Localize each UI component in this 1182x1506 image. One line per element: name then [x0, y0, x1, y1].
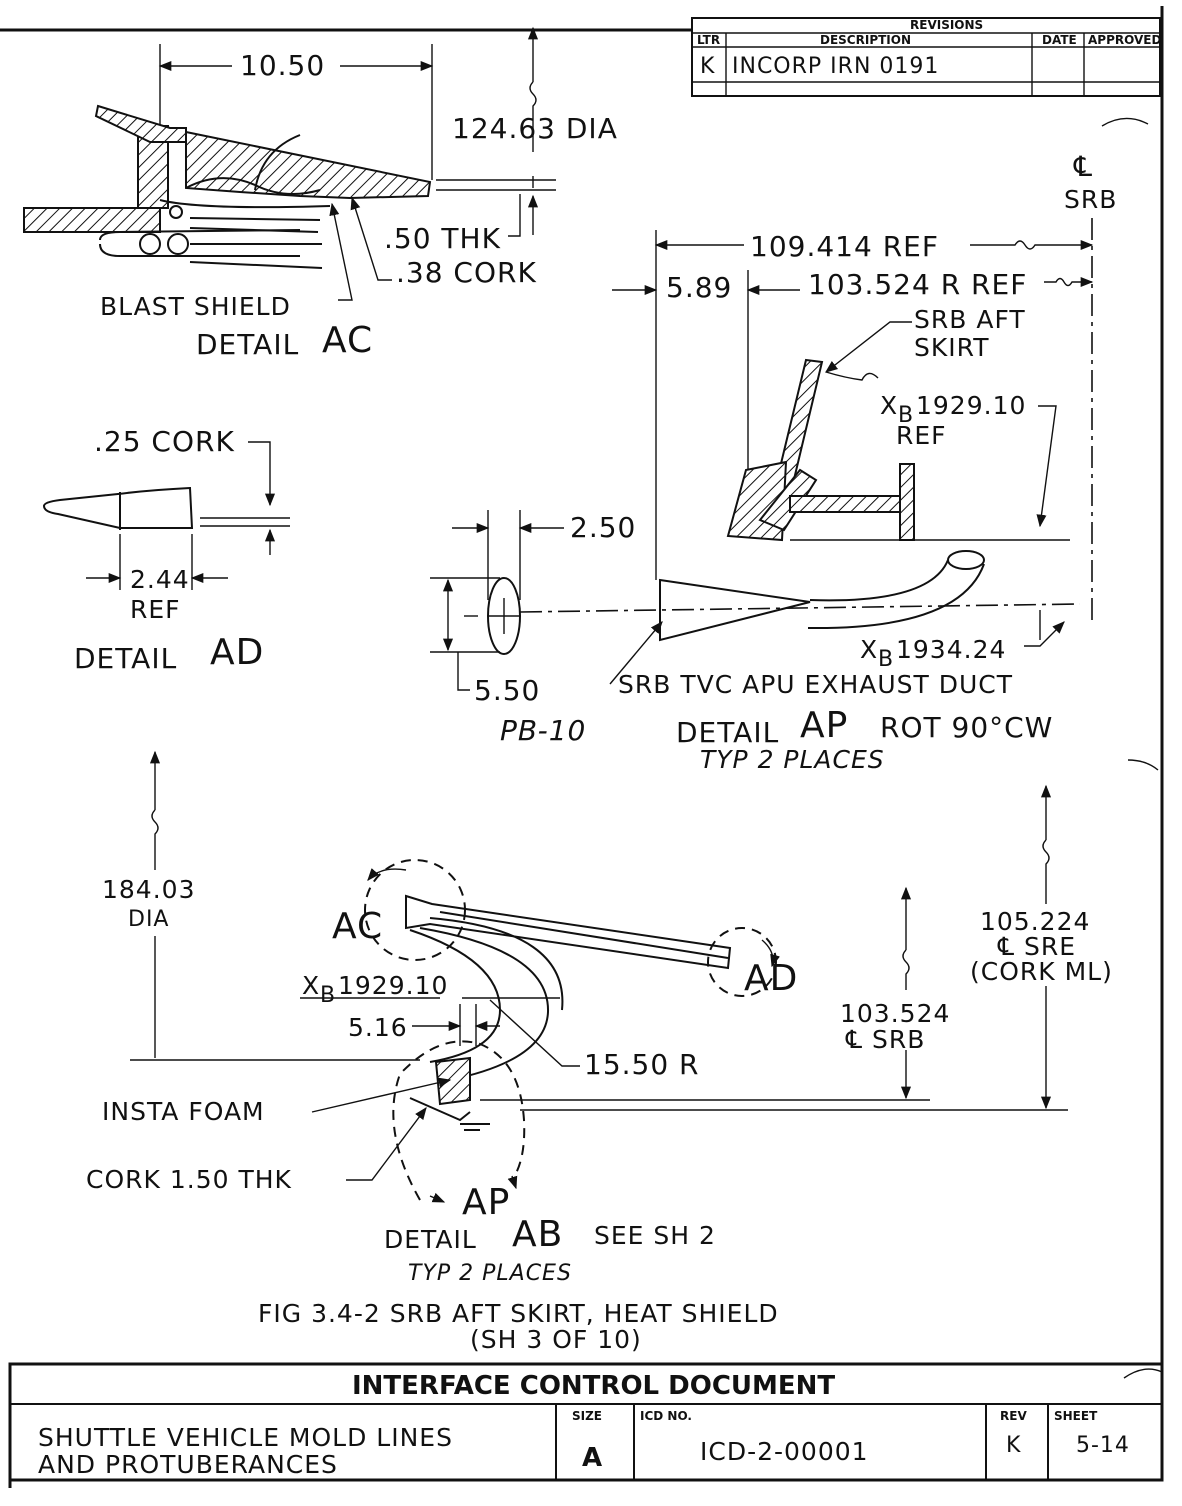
ab-sre-label: ℄ SRE	[997, 932, 1076, 961]
detail-ab: 184.03 DIA AC AD AP X B 1929.10 5.16	[86, 750, 1113, 1286]
icd-label: ICD NO.	[640, 1409, 692, 1423]
ab-srb-label: ℄ SRB	[845, 1025, 925, 1054]
ac-dim-dia: 124.63 DIA	[452, 112, 618, 145]
figure-caption-text: FIG 3.4-2 SRB AFT SKIRT, HEAT SHIELD	[258, 1299, 779, 1328]
ap-label-prefix: DETAIL	[676, 716, 779, 749]
ad-label-id: AD	[210, 632, 264, 673]
icd-value: ICD-2-00001	[700, 1437, 869, 1466]
ac-label-id: AC	[322, 320, 373, 361]
sheet-border	[0, 6, 1164, 1488]
ab-cork-thk: CORK 1.50 THK	[86, 1165, 292, 1194]
size-label: SIZE	[572, 1409, 602, 1423]
ab-label-suffix: SEE SH 2	[594, 1221, 716, 1250]
ap-xb-top-sub: B	[898, 403, 914, 428]
ab-xb-x: X	[302, 971, 320, 1000]
figure-sheet-note: (SH 3 OF 10)	[470, 1325, 642, 1354]
ab-dim-516: 5.16	[348, 1013, 408, 1042]
ac-blast-shield: BLAST SHIELD	[100, 292, 291, 321]
ad-label-prefix: DETAIL	[74, 642, 177, 675]
ab-insta-foam: INSTA FOAM	[102, 1097, 265, 1126]
rev-value: K	[1006, 1433, 1021, 1458]
ab-dia-label: DIA	[128, 907, 169, 932]
ab-xb-value: 1929.10	[338, 971, 448, 1000]
ap-typ: TYP 2 PLACES	[700, 745, 885, 774]
ap-label-id: AP	[800, 705, 848, 746]
revision-description: INCORP IRN 0191	[732, 54, 939, 79]
ap-xb-bottom-x: X	[860, 635, 878, 664]
revisions-title: REVISIONS	[910, 18, 983, 32]
ap-skirt-line1: SRB AFT	[914, 305, 1026, 334]
ap-exhaust-duct: SRB TVC APU EXHAUST DUCT	[618, 670, 1013, 699]
revisions-block: REVISIONS LTR DESCRIPTION DATE APPROVED …	[691, 17, 1161, 97]
ab-sre-note: (CORK ML)	[970, 957, 1113, 986]
ap-cl-symbol: ℄	[1073, 150, 1093, 183]
title-line2: AND PROTUBERANCES	[38, 1450, 338, 1479]
detail-ad: .25 CORK 2.44 REF DETAIL AD	[42, 425, 290, 675]
ac-label-prefix: DETAIL	[196, 328, 299, 361]
ad-dim: 2.44	[130, 565, 190, 594]
revisions-header-date: DATE	[1042, 33, 1077, 47]
ap-xb-top-x: X	[880, 391, 898, 420]
size-value: A	[582, 1443, 602, 1473]
sheet-label: SHEET	[1054, 1409, 1098, 1423]
sheet-value: 5-14	[1076, 1433, 1130, 1458]
ab-callout-ap: AP	[462, 1182, 510, 1223]
ac-thk: .50 THK	[384, 222, 501, 255]
ab-srb-value: 103.524	[840, 999, 950, 1028]
ab-callout-ad: AD	[744, 958, 798, 999]
ac-cork: .38 CORK	[396, 256, 537, 289]
revisions-header-description: DESCRIPTION	[820, 33, 911, 47]
rev-label: REV	[1000, 1409, 1027, 1423]
ab-label-id: AB	[512, 1214, 563, 1255]
ap-xb-top-ref: REF	[896, 421, 947, 450]
detail-ac: 10.50 124.63 DIA .50 THK .38 CORK BLAST …	[23, 26, 618, 361]
ab-label-prefix: DETAIL	[384, 1225, 477, 1254]
ab-radius: 15.50 R	[584, 1048, 700, 1081]
ap-dim-radius: 103.524 R REF	[808, 268, 1027, 301]
pb10-dim-width: 2.50	[570, 511, 636, 544]
pb10-detail: 2.50 5.50 PB-10	[430, 510, 636, 747]
ap-cl-srb: SRB	[1064, 185, 1117, 214]
ab-dia-value: 184.03	[102, 875, 195, 904]
pb10-dim-height: 5.50	[474, 674, 540, 707]
ap-skirt-line2: SKIRT	[914, 333, 989, 362]
ab-callout-ac: AC	[332, 906, 383, 947]
ap-label-suffix: ROT 90°CW	[880, 711, 1053, 744]
revisions-header-approved: APPROVED	[1088, 33, 1161, 47]
ap-xb-top-value: 1929.10	[916, 391, 1026, 420]
ap-xb-bottom-value: 1934.24	[896, 635, 1006, 664]
ab-typ: TYP 2 PLACES	[408, 1261, 572, 1286]
ap-xb-bottom-sub: B	[878, 647, 894, 672]
title-line1: SHUTTLE VEHICLE MOLD LINES	[38, 1423, 453, 1452]
ab-sre-value: 105.224	[980, 907, 1090, 936]
detail-ap: ℄ SRB 109.414 REF 5.89 103.524 R REF SRB…	[519, 150, 1117, 774]
title-block-header: INTERFACE CONTROL DOCUMENT	[352, 1371, 835, 1401]
pb10-label: PB-10	[500, 714, 586, 747]
ap-dim-offset: 5.89	[666, 271, 732, 304]
revisions-header-ltr: LTR	[697, 33, 720, 47]
figure-caption: FIG 3.4-2 SRB AFT SKIRT, HEAT SHIELD (SH…	[258, 1299, 779, 1354]
title-block: INTERFACE CONTROL DOCUMENT SHUTTLE VEHIC…	[8, 1362, 1164, 1482]
ad-ref: REF	[130, 595, 181, 624]
ab-xb-sub: B	[320, 983, 336, 1008]
ad-cork: .25 CORK	[94, 425, 235, 458]
revision-ltr: K	[700, 54, 715, 79]
ap-dim-total: 109.414 REF	[750, 230, 939, 263]
ac-dim-width: 10.50	[240, 49, 325, 82]
